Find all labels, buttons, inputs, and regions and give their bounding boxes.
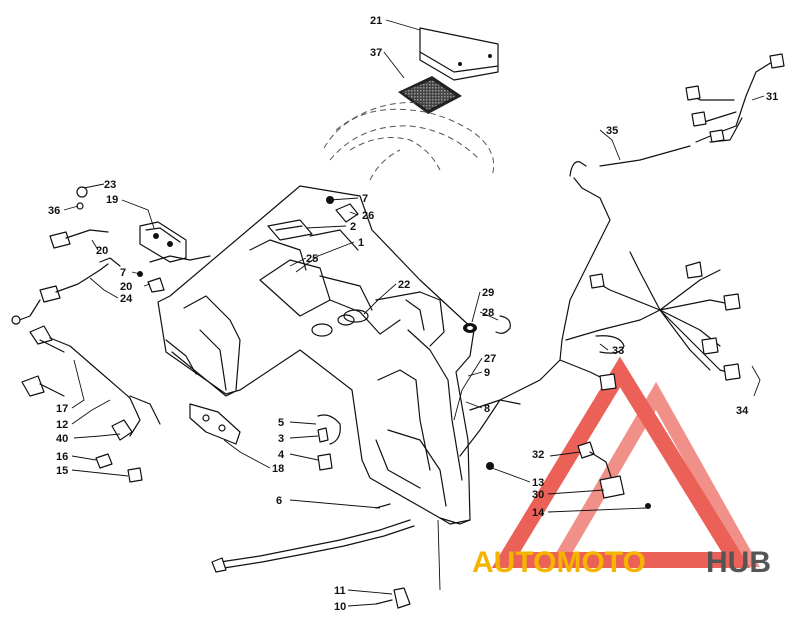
label-3: 3 xyxy=(278,433,284,445)
dashed-hood-outline xyxy=(323,101,495,181)
label-25: 25 xyxy=(306,253,318,265)
label-26: 26 xyxy=(362,210,374,222)
label-27: 27 xyxy=(484,353,496,365)
pad-2 xyxy=(267,219,313,241)
bracket-18 xyxy=(189,403,241,445)
hardware-5-3-4 xyxy=(317,414,341,471)
label-33: 33 xyxy=(612,345,624,357)
label-2: 2 xyxy=(350,221,356,233)
callout-labels: 21 37 7 26 2 1 23 36 19 20 7 20 24 25 22… xyxy=(48,15,778,613)
control-cable-17 xyxy=(21,325,161,441)
label-14: 14 xyxy=(532,507,545,519)
label-1: 1 xyxy=(358,237,364,249)
label-5: 5 xyxy=(278,417,284,429)
label-31: 31 xyxy=(766,91,778,103)
label-29: 29 xyxy=(482,287,494,299)
gauge-bezel-19 xyxy=(76,186,187,263)
label-7-top: 7 xyxy=(362,193,368,205)
label-9: 9 xyxy=(484,367,490,379)
small-parts-16-15 xyxy=(95,453,143,483)
label-18: 18 xyxy=(272,463,284,475)
label-16: 16 xyxy=(56,451,68,463)
label-35: 35 xyxy=(606,125,618,137)
label-4: 4 xyxy=(278,449,285,461)
watermark-triangle-logo xyxy=(491,356,760,568)
label-23: 23 xyxy=(104,179,116,191)
grommet-29-28 xyxy=(463,315,511,334)
label-30: 30 xyxy=(532,489,544,501)
label-17: 17 xyxy=(56,403,68,415)
label-34: 34 xyxy=(736,405,749,417)
label-10: 10 xyxy=(334,601,346,613)
bottom-wiring xyxy=(211,503,415,609)
label-6: 6 xyxy=(276,495,282,507)
switch-26 xyxy=(326,196,359,223)
label-7-left: 7 xyxy=(120,267,126,279)
label-20: 20 xyxy=(120,281,132,293)
wiring-harness xyxy=(459,53,785,457)
watermark-text-hub: HUB xyxy=(706,546,771,579)
plate-21 xyxy=(419,27,499,81)
label-40: 40 xyxy=(56,433,68,445)
label-37: 37 xyxy=(370,47,382,59)
mesh-screen-37 xyxy=(398,76,462,114)
label-20-left: 20 xyxy=(96,245,108,257)
label-21: 21 xyxy=(370,15,382,27)
label-28: 28 xyxy=(482,307,494,319)
label-8: 8 xyxy=(484,403,490,415)
label-36: 36 xyxy=(48,205,60,217)
watermark-wordmark: AUTOMOTO HUB xyxy=(472,546,771,579)
watermark-text-automoto: AUTOMOTO xyxy=(472,546,646,579)
label-15: 15 xyxy=(56,465,68,477)
label-24: 24 xyxy=(120,293,133,305)
label-11: 11 xyxy=(334,585,346,597)
console-housing xyxy=(157,185,475,525)
label-32: 32 xyxy=(532,449,544,461)
leader-lines xyxy=(63,19,765,607)
label-19: 19 xyxy=(106,194,118,206)
label-12: 12 xyxy=(56,419,68,431)
label-22: 22 xyxy=(398,279,410,291)
label-13: 13 xyxy=(532,477,544,489)
connector-32-30 xyxy=(486,441,651,509)
connector-group-left xyxy=(11,229,211,325)
